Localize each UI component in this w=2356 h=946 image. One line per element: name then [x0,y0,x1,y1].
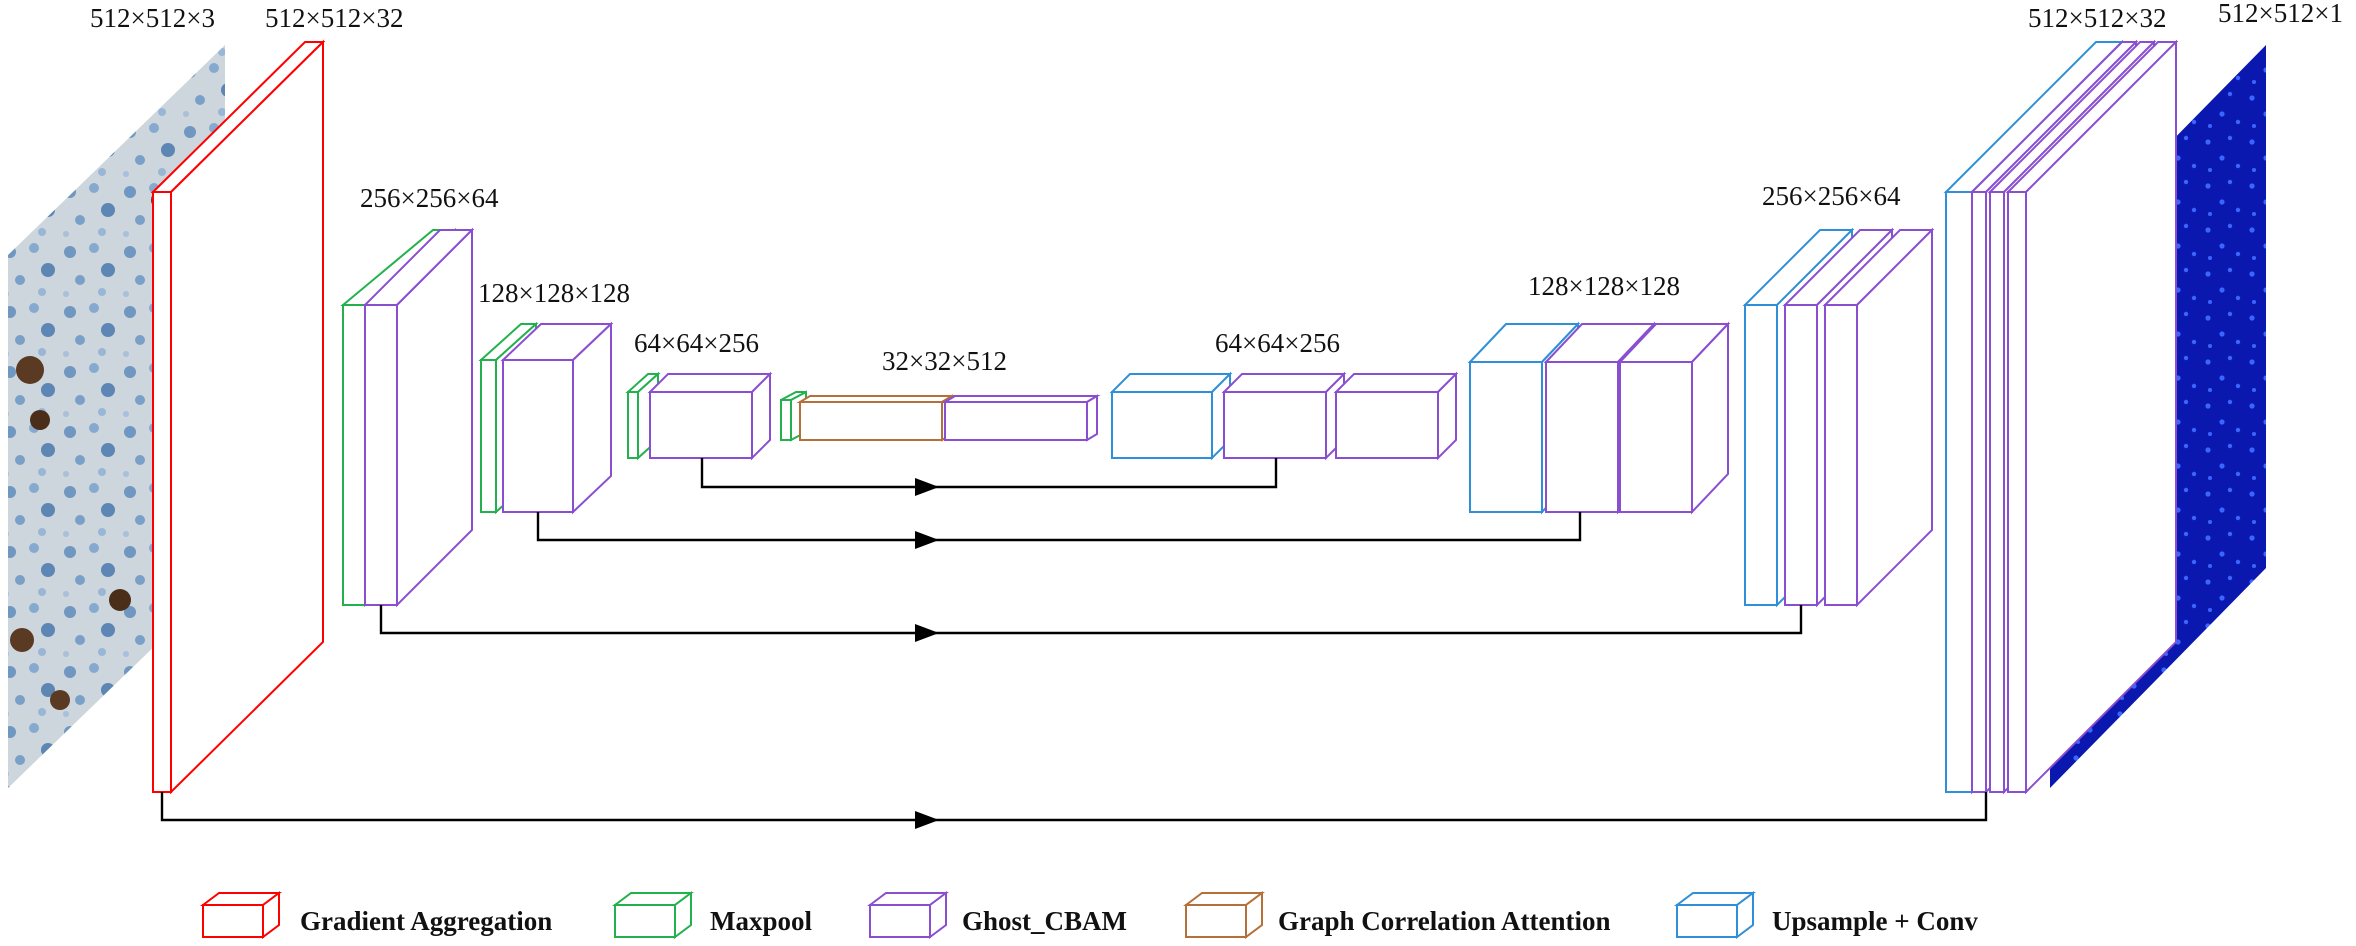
skip-connection-level-3 [536,512,1582,549]
block-ghost-cbam-dec3b [1617,321,1731,515]
block-ghost-cbam-3 [647,371,773,461]
legend-cuboid-maxpool [612,891,694,939]
skip-connection-level-1 [160,792,1988,829]
legend-item-graph-correlation-attention: Graph Correlation Attention [1183,891,1611,939]
legend-swatch-upsample-conv [1674,891,1756,939]
block-ghost-cbam-1 [362,227,475,608]
legend-cuboid-ghost_cbam [867,891,949,939]
skip-connection-level-2 [379,605,1803,642]
label-dec1: 512×512×32 [2028,3,2166,33]
legend-item-gradient-aggregation: Gradient Aggregation [200,891,552,939]
legend-swatch-gradient-aggregation [200,891,282,939]
legend-cuboid-upsample_conv [1674,891,1756,939]
label-output: 512×512×1 [2218,0,2343,28]
block-ghost-cbam-dec4b [1333,371,1459,461]
legend-swatch-maxpool [612,891,694,939]
label-enc4: 64×64×256 [634,328,759,358]
skip-connection-level-4 [700,458,1278,496]
legend-item-ghost-cbam: Ghost_CBAM [867,891,1127,939]
block-ghost-cbam-dec4a [1221,371,1347,461]
network-blocks [150,39,2179,795]
legend-label-gradient-aggregation: Gradient Aggregation [300,906,552,936]
label-bottleneck: 32×32×512 [882,346,1007,376]
block-ghost-cbam-4 [941,394,1101,442]
label-dec4: 64×64×256 [1215,328,1340,358]
dimension-labels: 512×512×3 512×512×32 256×256×64 128×128×… [90,0,2343,376]
block-ghost-cbam-2 [500,321,614,515]
label-enc2: 256×256×64 [360,183,499,213]
legend-swatch-graph-correlation-attention [1183,891,1265,939]
legend: Gradient Aggregation Maxpool Ghost_CBAM … [200,891,1978,939]
legend-swatch-ghost-cbam [867,891,949,939]
legend-label-maxpool: Maxpool [710,906,813,936]
label-dec2: 256×256×64 [1762,181,1901,211]
block-ghost-cbam-dec2b [1822,227,1935,608]
legend-cuboid-graph_correlation_attention [1183,891,1265,939]
label-input: 512×512×3 [90,3,215,33]
legend-label-graph-correlation-attention: Graph Correlation Attention [1278,906,1611,936]
label-dec3: 128×128×128 [1528,271,1680,301]
block-graph-correlation-attention [796,394,956,442]
skip-connections [160,458,1988,829]
block-upsample-conv-4 [1109,371,1233,461]
legend-label-upsample-conv: Upsample + Conv [1772,906,1978,936]
label-enc1: 512×512×32 [265,3,403,33]
label-enc3: 128×128×128 [478,278,630,308]
block-gradient-aggregation [150,39,326,795]
legend-item-upsample-conv: Upsample + Conv [1674,891,1978,939]
block-ghost-cbam-dec1c [2005,39,2179,795]
legend-item-maxpool: Maxpool [612,891,813,939]
legend-label-ghost-cbam: Ghost_CBAM [962,906,1127,936]
legend-cuboid-gradient_aggregation [200,891,282,939]
